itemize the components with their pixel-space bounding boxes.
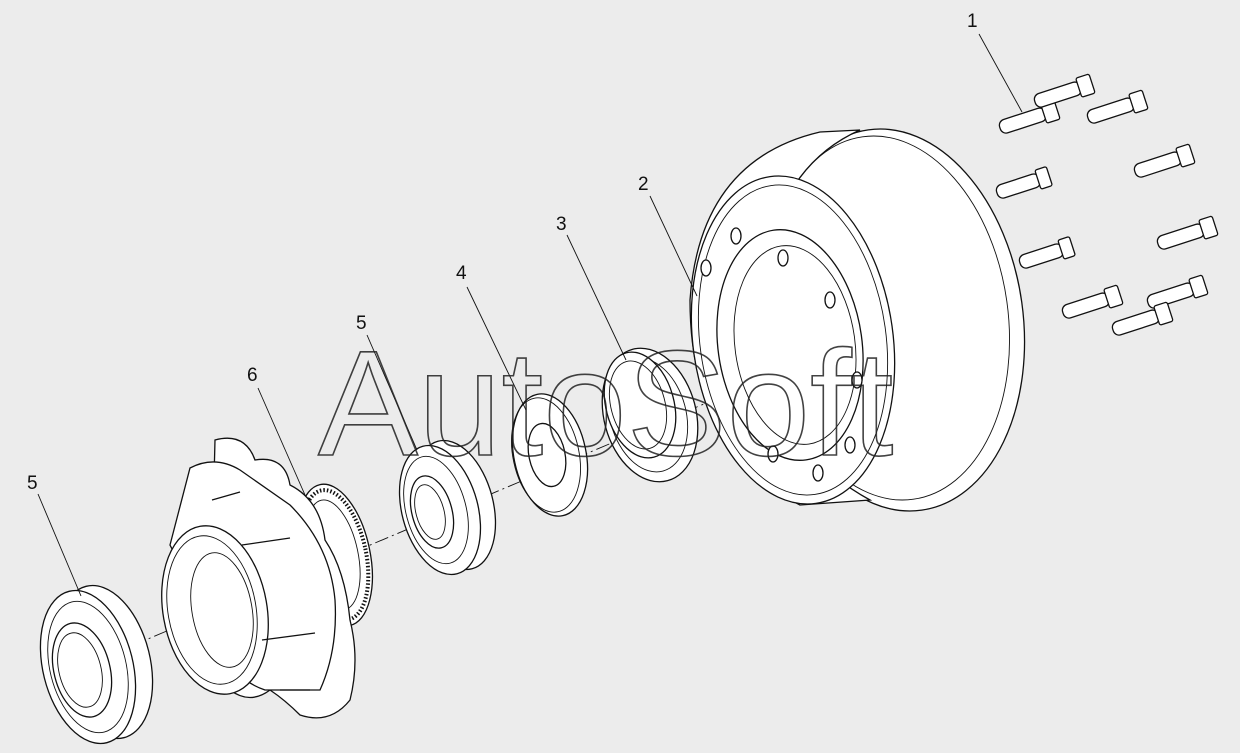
callout-3: 3: [556, 214, 567, 235]
wheel-studs: [995, 73, 1219, 336]
thrust-washer: [511, 393, 589, 517]
leader-lines: [37, 33, 1023, 597]
callout-5-outer-bearing: 5: [27, 473, 38, 494]
callout-1: 1: [967, 11, 978, 32]
inner-bearing: [398, 439, 497, 576]
outer-bearing: [39, 584, 154, 745]
callout-6: 6: [247, 365, 258, 386]
callout-5-inner-bearing: 5: [356, 313, 367, 334]
callout-2: 2: [638, 174, 649, 195]
drum-bolt-holes: [700, 227, 863, 482]
brake-drum: [689, 128, 1026, 512]
watermark-text: AutoSoft: [318, 319, 893, 487]
callout-4: 4: [456, 263, 467, 284]
seal-ring: [601, 347, 699, 483]
wheel-hub: [161, 437, 356, 719]
